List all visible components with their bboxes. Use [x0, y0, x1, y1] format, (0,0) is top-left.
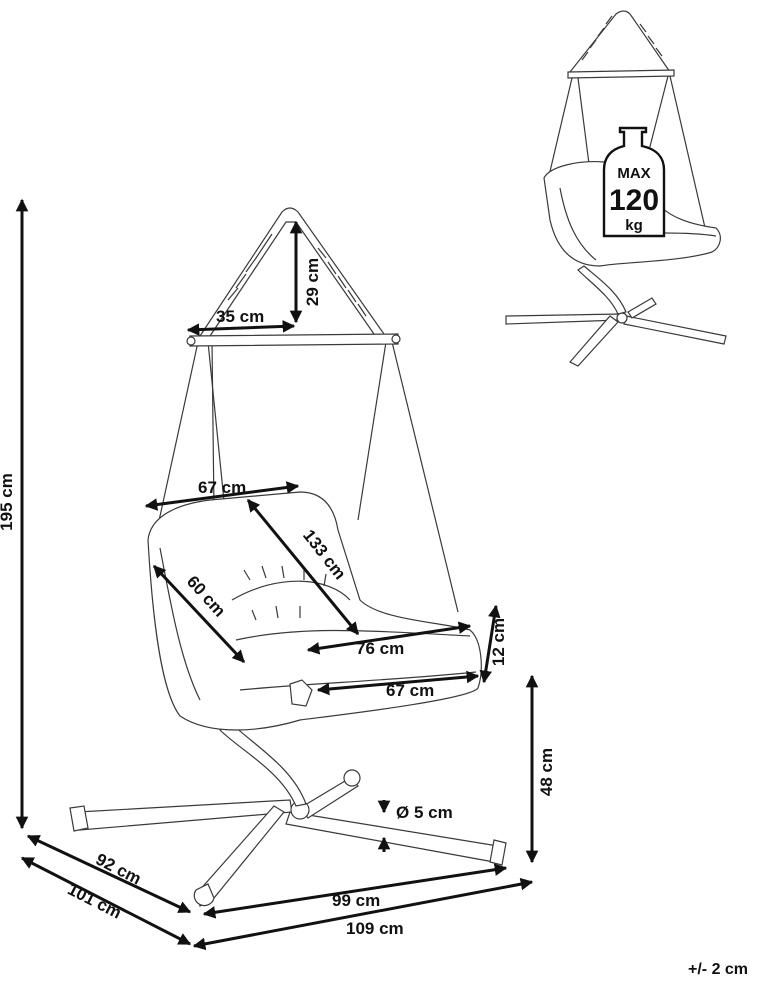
load-badge-value: 120 [609, 184, 659, 217]
label-front-width: 76 cm [356, 639, 404, 658]
label-bar-width: 35 cm [216, 307, 264, 326]
weight-icon: MAX 120 kg [602, 126, 666, 238]
label-total-height: 195 cm [0, 473, 16, 531]
load-badge-unit: kg [625, 217, 643, 234]
main-chair-drawing [69, 207, 507, 907]
label-depth-outer: 101 cm [64, 880, 124, 923]
label-width-outer: 109 cm [346, 919, 404, 938]
dim-line-width-outer [192, 877, 534, 951]
label-tolerance: +/- 2 cm [688, 961, 748, 978]
dim-line-bar [186, 320, 296, 336]
label-depth-inner: 92 cm [93, 850, 145, 889]
dim-line-diagonal [246, 499, 360, 635]
dim-line-bottom-width [316, 670, 480, 696]
dimension-lines [15, 198, 539, 951]
load-badge-max: MAX [617, 165, 650, 182]
dim-line-depth [152, 564, 246, 664]
label-bottom-width: 67 cm [386, 681, 434, 700]
dim-line-front-width [306, 621, 472, 655]
label-tube-diameter: Ø 5 cm [396, 803, 453, 822]
label-seat-height: 48 cm [537, 748, 556, 796]
dim-line-depth-outer [20, 856, 192, 946]
label-cushion: 12 cm [489, 618, 508, 666]
label-hanger-height: 29 cm [303, 258, 322, 306]
c-stand [219, 721, 307, 807]
dim-line-cushion [479, 604, 501, 684]
hanger [186, 207, 401, 347]
label-width-inner: 99 cm [332, 891, 380, 910]
dim-line-back-width [144, 481, 300, 511]
label-back-width: 67 cm [198, 478, 246, 497]
